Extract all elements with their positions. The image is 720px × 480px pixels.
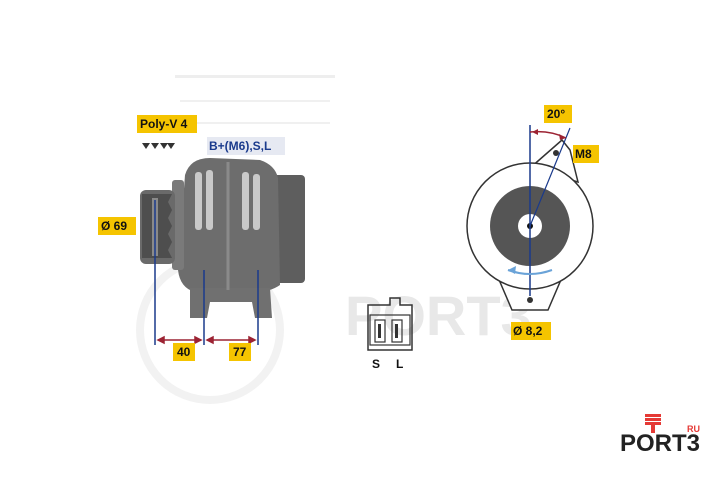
mounting-foot (190, 288, 272, 318)
label-dim-40: 40 (173, 343, 195, 361)
terminals-label: B+(M6),S,L (209, 139, 271, 153)
logo-ru-text: RU (687, 424, 700, 434)
alternator-front-view (466, 125, 594, 311)
thread-label: M8 (575, 147, 592, 161)
alternator-side-view (140, 143, 305, 345)
dimension-arrows (156, 335, 257, 345)
label-dim-77: 77 (229, 343, 251, 361)
hole-diameter-label: Ø 8,2 (513, 324, 543, 338)
dimension-lines (154, 200, 259, 345)
diameter-pulley-label: Ø 69 (101, 219, 127, 233)
connector-plug: S L (367, 297, 413, 371)
label-angle: 20° (544, 105, 572, 123)
poly-v-pulley (140, 190, 175, 264)
pin-l-label: L (396, 357, 403, 371)
label-poly-v: Poly-V 4 (137, 115, 197, 133)
label-thread: M8 (573, 145, 599, 163)
background-watermark: PORT3 RU (136, 75, 569, 404)
logo-text: PORT3 (620, 430, 701, 457)
ventilation-slots (195, 170, 260, 230)
port3-logo: RU PORT3 (620, 412, 700, 458)
label-hole-diameter: Ø 8,2 (511, 322, 551, 340)
poly-v-label: Poly-V 4 (140, 117, 188, 131)
label-terminals: B+(M6),S,L (207, 137, 285, 155)
dim-40-label: 40 (177, 345, 191, 359)
poly-v-profile-icon (142, 143, 175, 149)
label-diameter-pulley: Ø 69 (98, 217, 136, 235)
piston-icon (645, 414, 661, 433)
dim-77-label: 77 (233, 345, 247, 359)
angle-label: 20° (547, 107, 565, 121)
pin-s-label: S (372, 357, 380, 371)
